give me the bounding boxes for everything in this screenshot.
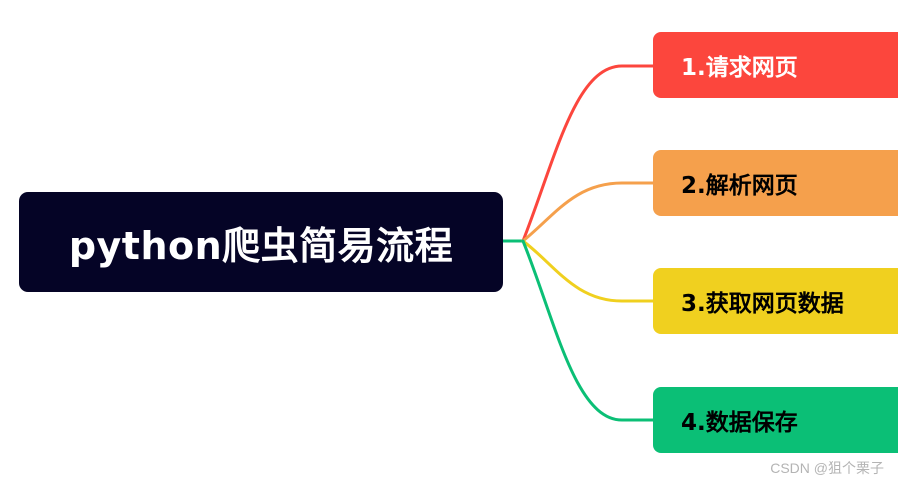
root-label: python爬虫简易流程	[68, 223, 454, 268]
connector-branch-1	[521, 64, 655, 243]
branch-node-parse-page[interactable]: 2.解析网页	[653, 150, 898, 216]
branch-node-request-page[interactable]: 1.请求网页	[653, 32, 898, 98]
branch-node-save-data[interactable]: 4.数据保存	[653, 387, 898, 453]
watermark: CSDN @狙个栗子	[770, 460, 884, 476]
branch-label: 4.数据保存	[681, 410, 798, 436]
connector-branch-3	[521, 239, 655, 303]
root-node[interactable]: python爬虫简易流程	[19, 192, 503, 292]
branch-node-get-data[interactable]: 3.获取网页数据	[653, 268, 898, 334]
connector-branch-4	[521, 239, 655, 422]
connector-branch-2	[521, 181, 655, 243]
branch-label: 3.获取网页数据	[681, 291, 844, 317]
branch-label: 2.解析网页	[681, 173, 798, 199]
branch-label: 1.请求网页	[681, 55, 798, 81]
